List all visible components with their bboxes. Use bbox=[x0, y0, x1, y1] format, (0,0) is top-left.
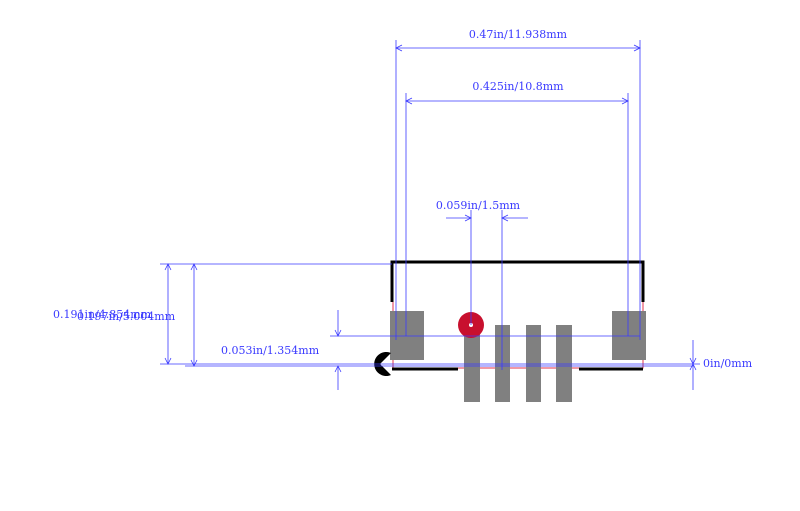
dim-pin-pitch-label: 0.059in/1.5mm bbox=[436, 199, 521, 212]
dim-overall-width-label: 0.47in/11.938mm bbox=[469, 28, 568, 41]
dimension-arrows bbox=[164, 44, 697, 373]
mounting-pad-left bbox=[390, 311, 424, 360]
dim-pad-offset-label: 0.053in/1.354mm bbox=[221, 344, 320, 357]
signal-pad-4 bbox=[556, 325, 572, 402]
dim-pad-span-label: 0.425in/10.8mm bbox=[472, 80, 564, 93]
dim-origin-label: 0in/0mm bbox=[703, 357, 753, 370]
dim-overall-height-label: 0.191in/4.854mm bbox=[53, 308, 152, 321]
pads bbox=[390, 311, 646, 402]
silkscreen-outline bbox=[390, 260, 645, 371]
signal-pad-3 bbox=[526, 325, 541, 402]
half-circle-icon bbox=[374, 352, 391, 377]
dim-inner-height-label: 0.197in/5.004mm bbox=[77, 310, 176, 323]
signal-pad-1 bbox=[464, 325, 480, 402]
dimension-lines bbox=[160, 40, 700, 390]
mounting-pad-right bbox=[612, 311, 646, 360]
signal-pad-2 bbox=[495, 325, 510, 402]
